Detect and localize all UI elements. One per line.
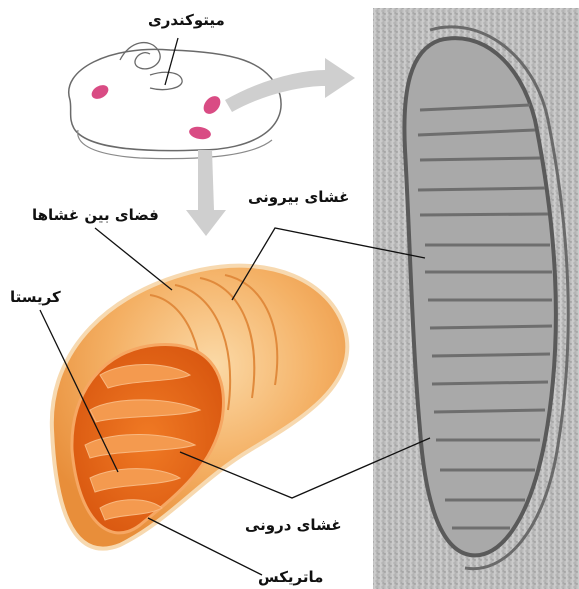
label-inner-membrane: غشای درونی bbox=[245, 518, 342, 533]
zoom-arrow-down bbox=[186, 150, 226, 236]
label-outer-membrane: غشای بیرونی bbox=[248, 190, 349, 205]
leader-intermembrane-space bbox=[95, 228, 172, 290]
micrograph-mitochondrion bbox=[404, 38, 555, 555]
label-cristae: کریستا bbox=[10, 290, 61, 305]
label-intermembrane-space: فضای بین غشاها bbox=[32, 208, 159, 223]
electron-micrograph bbox=[373, 8, 579, 589]
label-matrix: ماتریکس bbox=[258, 570, 323, 585]
mitochondrion-illustration bbox=[52, 266, 348, 549]
label-mitochondrion: میتوکندری bbox=[148, 13, 225, 28]
